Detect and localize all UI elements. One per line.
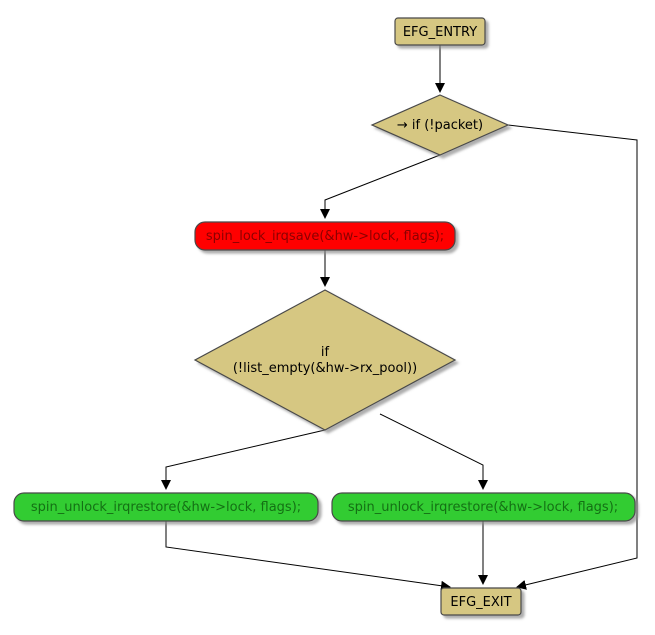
- edge-packet-true-to-lock: [320, 154, 441, 219]
- rxpool-decision-label-line1: if: [321, 345, 330, 360]
- packet-decision-label: → if (!packet): [397, 118, 483, 133]
- entry-node: [394, 17, 486, 46]
- spin-unlock-left-label: spin_unlock_irqrestore(&hw->lock, flags)…: [31, 500, 301, 515]
- edge-packet-false-to-exit: [507, 124, 638, 590]
- edge-rxpool-to-unlock-left: [161, 429, 326, 490]
- packet-decision-node: [370, 94, 510, 156]
- edge-rxpool-to-unlock-right: [379, 413, 488, 490]
- spin-unlock-right-label: spin_unlock_irqrestore(&hw->lock, flags)…: [348, 500, 618, 515]
- rxpool-decision-label-line2: (!list_empty(&hw->rx_pool)): [233, 361, 417, 376]
- rxpool-decision-node: [193, 289, 457, 431]
- spin-lock-node: [194, 221, 456, 251]
- spin-unlock-right-node: [331, 492, 636, 522]
- exit-node: [440, 587, 522, 616]
- exit-node-label: EFG_EXIT: [450, 595, 511, 610]
- entry-node-label: EFG_ENTRY: [403, 25, 477, 40]
- edge-unlock-left-to-exit: [165, 521, 451, 591]
- spin-lock-label: spin_lock_irqsave(&hw->lock, flags);: [206, 229, 444, 244]
- spin-unlock-left-node: [13, 492, 319, 522]
